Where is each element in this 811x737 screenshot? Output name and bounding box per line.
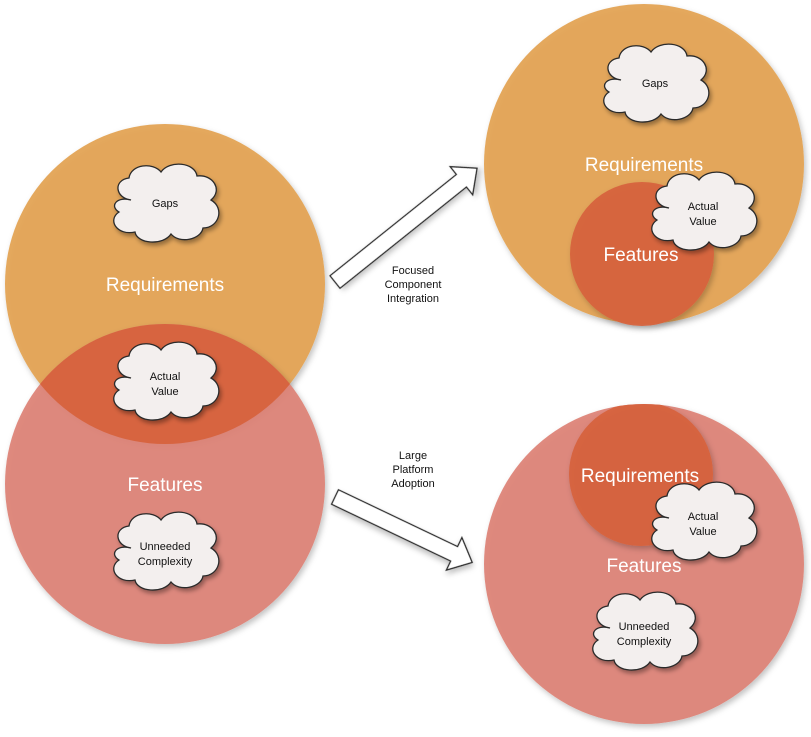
bottom-right-unneeded-label: Unneeded xyxy=(619,621,670,633)
up-arrow-label-line2: Component xyxy=(385,279,442,291)
left-unneeded-label: Unneeded xyxy=(140,541,191,553)
top-right-venn: Requirements Features Gaps Actual Value xyxy=(484,4,804,326)
down-arrow-label-line1: Large xyxy=(399,450,427,462)
bottom-right-value-label: Value xyxy=(689,526,716,538)
left-overlap-region xyxy=(5,324,325,444)
down-arrow: Large Platform Adoption xyxy=(330,450,474,572)
bottom-right-complexity-label: Complexity xyxy=(617,636,672,648)
left-actual-value-cloud: Actual Value xyxy=(113,341,220,421)
block-arrow-icon xyxy=(329,165,478,290)
top-right-gaps-cloud: Gaps xyxy=(603,43,710,123)
left-complexity-label: Complexity xyxy=(138,556,193,568)
top-right-actual-value-cloud: Actual Value xyxy=(651,171,758,251)
top-right-value-label: Value xyxy=(689,216,716,228)
bottom-right-venn: Requirements Features Actual Value Unnee… xyxy=(484,404,804,724)
left-actual-label: Actual xyxy=(150,371,181,383)
top-right-gaps-label: Gaps xyxy=(642,78,669,90)
left-unneeded-complexity-cloud: Unneeded Complexity xyxy=(113,511,220,591)
up-arrow-label-line3: Integration xyxy=(387,293,439,305)
bottom-right-requirements-label: Requirements xyxy=(581,466,699,487)
left-venn: Requirements Features Gaps Actual Value … xyxy=(5,124,325,644)
left-requirements-label: Requirements xyxy=(106,275,224,296)
left-gaps-cloud: Gaps xyxy=(113,163,220,243)
bottom-right-features-label: Features xyxy=(607,556,682,577)
bottom-right-unneeded-complexity-cloud: Unneeded Complexity xyxy=(592,591,699,671)
down-arrow-label-line3: Adoption xyxy=(391,478,434,490)
top-right-features-label: Features xyxy=(604,245,679,266)
left-gaps-label: Gaps xyxy=(152,198,179,210)
block-arrow-icon xyxy=(330,488,474,572)
top-right-actual-label: Actual xyxy=(688,201,719,213)
up-arrow-label-line1: Focused xyxy=(392,265,434,277)
bottom-right-actual-label: Actual xyxy=(688,511,719,523)
up-arrow: Focused Component Integration xyxy=(329,165,478,305)
left-features-label: Features xyxy=(128,475,203,496)
top-right-requirements-label: Requirements xyxy=(585,155,703,176)
left-value-label: Value xyxy=(151,386,178,398)
bottom-right-actual-value-cloud: Actual Value xyxy=(651,481,758,561)
down-arrow-label-line2: Platform xyxy=(393,464,434,476)
